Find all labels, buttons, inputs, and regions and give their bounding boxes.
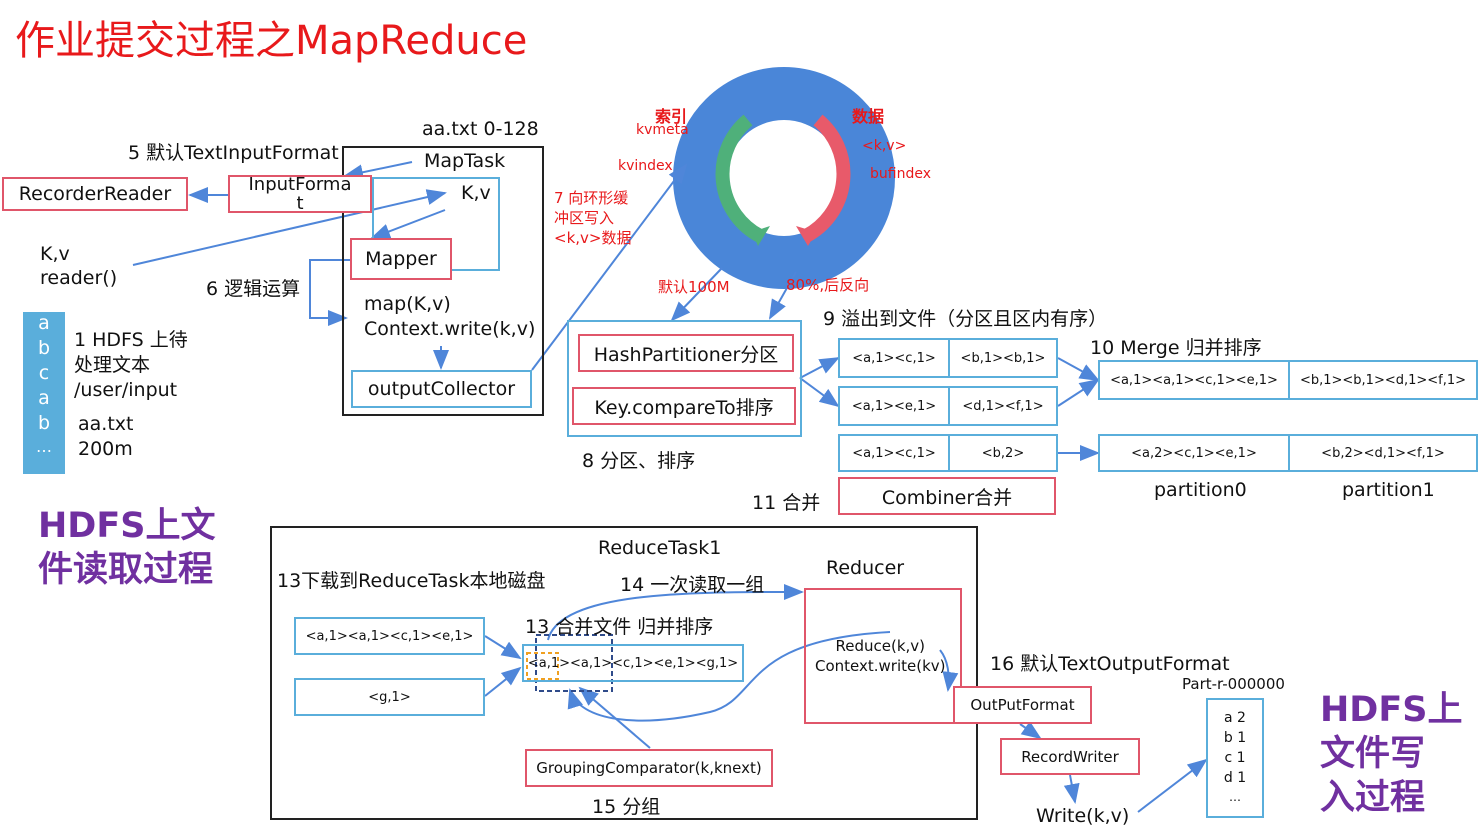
- step6-label: 6 逻辑运算: [206, 278, 301, 300]
- reduce-input-2: <g,1>: [294, 678, 485, 716]
- step16-label: 16 默认TextOutputFormat: [990, 653, 1230, 675]
- step11-label: 11 合并: [752, 492, 821, 514]
- record-writer-box: RecordWriter: [1000, 738, 1140, 775]
- spill1-part1: <b,1><b,1>: [948, 338, 1058, 378]
- page-title: 作业提交过程之MapReduce: [15, 18, 528, 64]
- output-format-box: OutPutFormat: [953, 686, 1092, 724]
- kv-ring-label: <k,v>: [862, 138, 907, 154]
- partition1-label: partition1: [1342, 479, 1435, 501]
- step8-label: 8 分区、排序: [582, 450, 696, 472]
- reduce-call-label: Reduce(k,v) Context.write(kv): [815, 637, 946, 675]
- hdfs-letter: a: [38, 387, 50, 409]
- step13-download-label: 13下载到ReduceTask本地磁盘: [277, 570, 546, 592]
- key-dashed-box: [526, 652, 559, 680]
- merged-part1: <b,1><b,1><d,1><f,1>: [1288, 360, 1478, 400]
- reducer-label: Reducer: [826, 557, 905, 579]
- hdfs-letter: c: [38, 362, 50, 384]
- ring-buffer: [673, 67, 895, 289]
- partition-sort-box: [567, 320, 802, 437]
- group-dashed-box: [535, 634, 613, 692]
- write-call-label: Write(k,v): [1036, 805, 1130, 827]
- index-label: 索引: [655, 107, 688, 126]
- part-line: d 1: [1223, 770, 1247, 786]
- bufindex-label: bufindex: [870, 166, 931, 182]
- step14-label: 14 一次读取一组: [620, 574, 765, 596]
- spill3-part0: <a,1><c,1>: [838, 434, 950, 472]
- hdfs-letter: b: [37, 337, 51, 359]
- part-file-label: Part-r-000000: [1182, 675, 1285, 693]
- hdfs-read-title: HDFS上文 件读取过程: [38, 506, 216, 590]
- kv-reader-label: K,v reader(): [40, 243, 118, 289]
- combined-part0: <a,2><c,1><e,1>: [1098, 434, 1290, 472]
- kvindex-label: kvindex: [618, 158, 673, 174]
- data-label: 数据: [852, 107, 885, 126]
- hdfs-write-title: HDFS上 文件写 入过程: [1320, 690, 1463, 818]
- grouping-comparator-box: GroupingComparator(k,knext): [525, 749, 773, 787]
- hdfs-letter: b: [37, 412, 51, 434]
- hdfs-input-column: a b c a b …: [23, 312, 65, 474]
- output-collector-box: outputCollector: [351, 370, 532, 408]
- reducer-box: [804, 588, 962, 724]
- spill2-part1: <d,1><f,1>: [948, 386, 1058, 426]
- hdfs-letter: …: [36, 437, 52, 456]
- part-file-box: a 2 b 1 c 1 d 1 …: [1206, 698, 1264, 818]
- combined-part1: <b,2><d,1><f,1>: [1288, 434, 1478, 472]
- key-compare-box: Key.compareTo排序: [572, 387, 796, 425]
- reduce-merged-file: <a,1><a,1><c,1><e,1><g,1>: [522, 644, 744, 682]
- reducetask-box: [270, 526, 978, 820]
- reverse-label: 80%,后反向: [786, 276, 870, 294]
- maptask-label: MapTask: [424, 150, 506, 172]
- part-line: c 1: [1224, 750, 1246, 766]
- combiner-box: Combiner合并: [838, 477, 1056, 515]
- step9-label: 9 溢出到文件（分区且区内有序）: [823, 308, 1108, 330]
- step13-merge-label: 13 合并文件 归并排序: [525, 616, 714, 638]
- hdfs-letter: a: [38, 312, 50, 334]
- part-line: a 2: [1224, 710, 1246, 726]
- input-format-box: InputForma t: [228, 175, 372, 213]
- reducetask-label: ReduceTask1: [598, 537, 722, 559]
- hash-partitioner-box: HashPartitioner分区: [578, 334, 794, 372]
- map-call-label: map(K,v) Context.write(k,v): [364, 293, 536, 340]
- step1-label: 1 HDFS 上待 处理文本 /user/input: [74, 329, 188, 401]
- reduce-input-1: <a,1><a,1><c,1><e,1>: [294, 617, 485, 655]
- spill3-part1: <b,2>: [948, 434, 1058, 472]
- split-label: aa.txt 0-128: [422, 118, 539, 140]
- step15-label: 15 分组: [592, 796, 661, 818]
- spill1-part0: <a,1><c,1>: [838, 338, 950, 378]
- part-line: …: [1229, 790, 1241, 804]
- kvmeta-label: kvmeta: [636, 122, 689, 138]
- merged-part0: <a,1><a,1><c,1><e,1>: [1098, 360, 1290, 400]
- file-size-label: aa.txt 200m: [78, 413, 134, 460]
- default-size-label: 默认100M: [658, 278, 730, 296]
- part-line: b 1: [1223, 730, 1247, 746]
- maptask-box: [342, 146, 544, 416]
- partition0-label: partition0: [1154, 479, 1247, 501]
- spill2-part0: <a,1><e,1>: [838, 386, 950, 426]
- kv-label: K,v: [461, 182, 491, 204]
- step10-label: 10 Merge 归并排序: [1090, 337, 1262, 359]
- recorder-reader-box: RecorderReader: [2, 177, 188, 211]
- step7-label: 7 向环形缓 冲区写入 <k,v>数据: [554, 189, 632, 247]
- step5-label: 5 默认TextInputFormat: [128, 142, 339, 164]
- mapper-box: Mapper: [350, 238, 452, 280]
